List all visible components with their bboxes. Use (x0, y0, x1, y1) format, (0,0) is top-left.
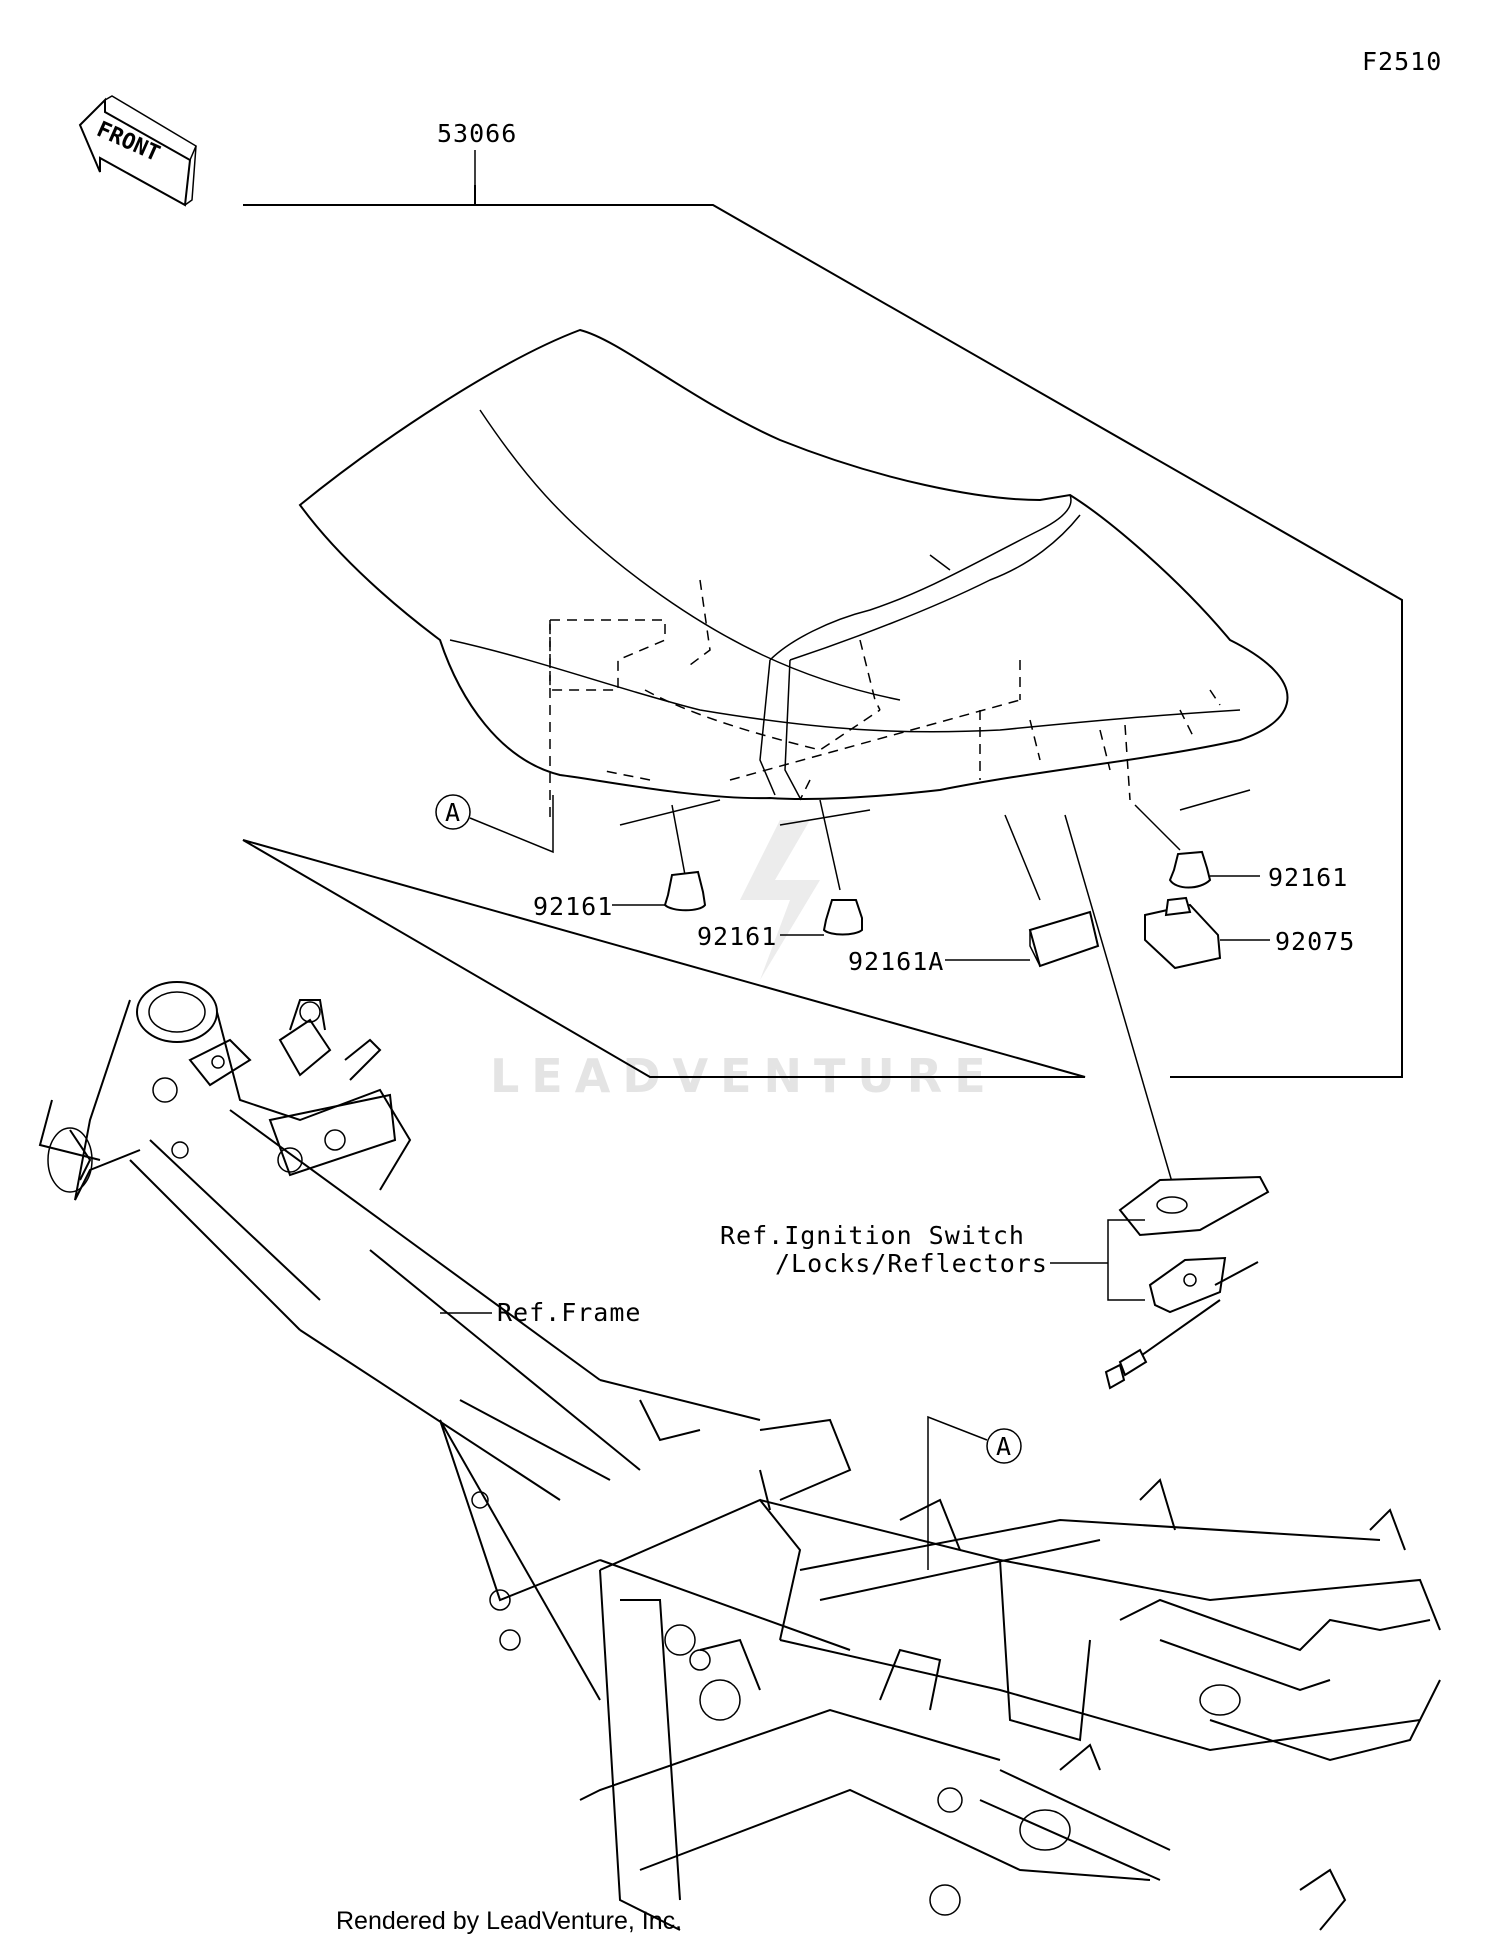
ref-ignition-line1: Ref.Ignition Switch (720, 1221, 1025, 1250)
callout-a-upper-label: A (445, 798, 461, 827)
callout-a-upper (435, 794, 471, 830)
ref-ignition-line2: /Locks/Reflectors (775, 1249, 1048, 1278)
part-92161-right-label: 92161 (1268, 863, 1348, 892)
part-92161A-label: 92161A (848, 947, 944, 976)
callout-a-lower-label: A (996, 1432, 1012, 1461)
bumper-mid-92161 (779, 799, 871, 936)
callout-a-lower (986, 1428, 1022, 1464)
front-arrow-icon: FRONT (78, 95, 197, 207)
ignition-lock-assembly (1104, 1175, 1270, 1390)
part-92075-label: 92075 (1275, 927, 1355, 956)
figure-code: F2510 (1362, 47, 1442, 76)
bumper-left-92161 (612, 799, 721, 912)
ref-frame-label: Ref.Frame (497, 1298, 641, 1327)
bumper-right-92161 (1134, 789, 1260, 889)
pad-92161A (945, 814, 1100, 968)
part-92161-left-label: 92161 (533, 892, 613, 921)
seat-assembly-outline (242, 185, 1403, 1078)
frame-drawing (38, 981, 1441, 1931)
seat-drawing (298, 328, 1289, 820)
damper-92075 (1144, 896, 1270, 970)
part-92161-mid-label: 92161 (697, 922, 777, 951)
part-53066-label: 53066 (437, 119, 517, 148)
render-credit: Rendered by LeadVenture, Inc. (336, 1907, 682, 1935)
